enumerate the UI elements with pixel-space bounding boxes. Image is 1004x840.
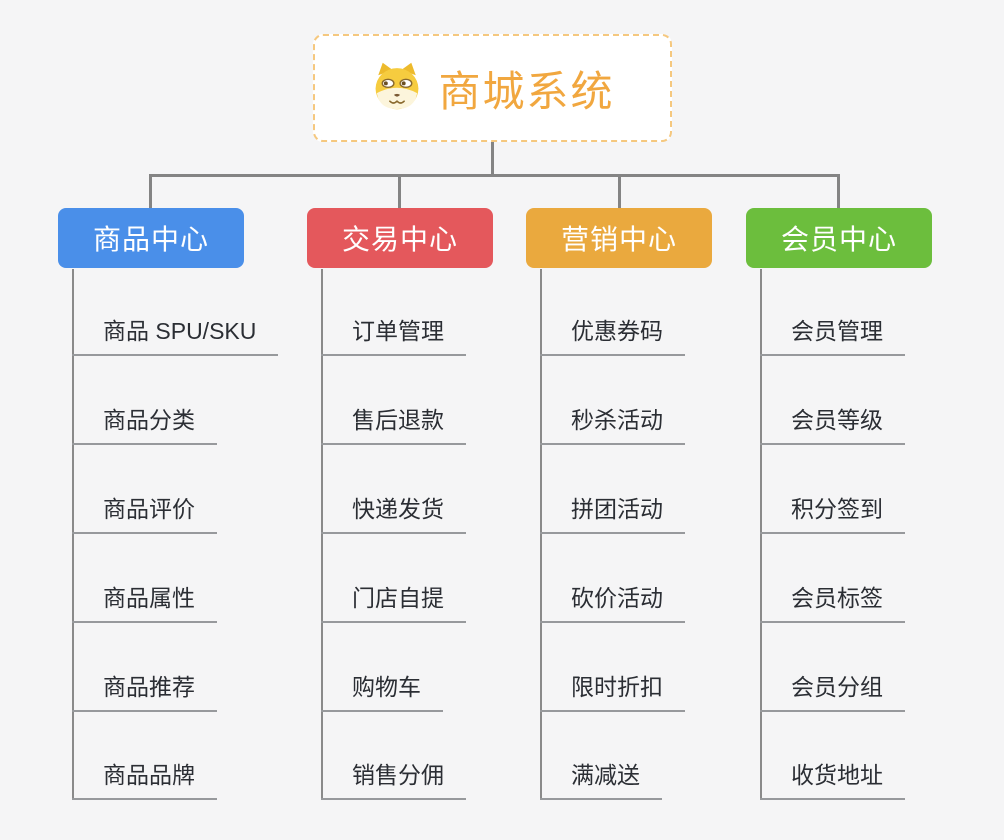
branch-header-marketing[interactable]: 营销中心: [526, 208, 712, 268]
root-node[interactable]: 商城系统: [313, 34, 672, 142]
leaf-node[interactable]: 销售分佣: [321, 760, 466, 800]
branch-vline: [760, 269, 762, 800]
branch-header-products[interactable]: 商品中心: [58, 208, 244, 268]
leaf-node[interactable]: 收货地址: [760, 760, 905, 800]
drop-connector-marketing: [618, 174, 621, 208]
leaf-node[interactable]: 快递发货: [321, 494, 466, 534]
leaf-node[interactable]: 限时折扣: [540, 672, 685, 712]
leaf-node[interactable]: 积分签到: [760, 494, 905, 534]
leaf-node[interactable]: 商品 SPU/SKU: [72, 316, 279, 356]
leaf-node[interactable]: 购物车: [321, 672, 443, 712]
branch-products: 商品中心 商品 SPU/SKU 商品分类 商品评价 商品属性 商品推荐 商品品牌: [58, 208, 318, 808]
branch-marketing: 营销中心 优惠券码 秒杀活动 拼团活动 砍价活动 限时折扣 满减送: [526, 208, 786, 808]
leaf-node[interactable]: 会员等级: [760, 405, 905, 445]
leaf-node[interactable]: 售后退款: [321, 405, 466, 445]
root-title: 商城系统: [438, 67, 615, 115]
leaf-node[interactable]: 会员分组: [760, 672, 905, 712]
leaf-node[interactable]: 秒杀活动: [540, 405, 685, 445]
leaf-node[interactable]: 商品分类: [72, 405, 217, 445]
branch-header-trade[interactable]: 交易中心: [307, 208, 493, 268]
branch-bus-connector: [149, 174, 840, 177]
branch-members: 会员中心 会员管理 会员等级 积分签到 会员标签 会员分组 收货地址: [746, 208, 1004, 808]
leaf-node[interactable]: 会员管理: [760, 316, 905, 356]
drop-connector-members: [837, 174, 840, 208]
leaf-node[interactable]: 商品品牌: [72, 760, 217, 800]
leaf-node[interactable]: 门店自提: [321, 583, 466, 623]
branch-header-members[interactable]: 会员中心: [746, 208, 932, 268]
leaf-node[interactable]: 订单管理: [321, 316, 466, 356]
branch-trade: 交易中心 订单管理 售后退款 快递发货 门店自提 购物车 销售分佣: [307, 208, 567, 808]
leaf-node[interactable]: 满减送: [540, 760, 662, 800]
leaf-node[interactable]: 商品属性: [72, 583, 217, 623]
branch-vline: [540, 269, 542, 800]
leaf-node[interactable]: 拼团活动: [540, 494, 685, 534]
drop-connector-products: [149, 174, 152, 208]
branch-vline: [72, 269, 74, 800]
leaf-node[interactable]: 砍价活动: [540, 583, 685, 623]
drop-connector-trade: [398, 174, 401, 208]
leaf-node[interactable]: 优惠券码: [540, 316, 685, 356]
root-stem-connector: [491, 142, 494, 175]
leaf-node[interactable]: 会员标签: [760, 583, 905, 623]
leaf-node[interactable]: 商品评价: [72, 494, 217, 534]
dog-face-icon: [370, 61, 424, 116]
leaf-node[interactable]: 商品推荐: [72, 672, 217, 712]
branch-vline: [321, 269, 323, 800]
